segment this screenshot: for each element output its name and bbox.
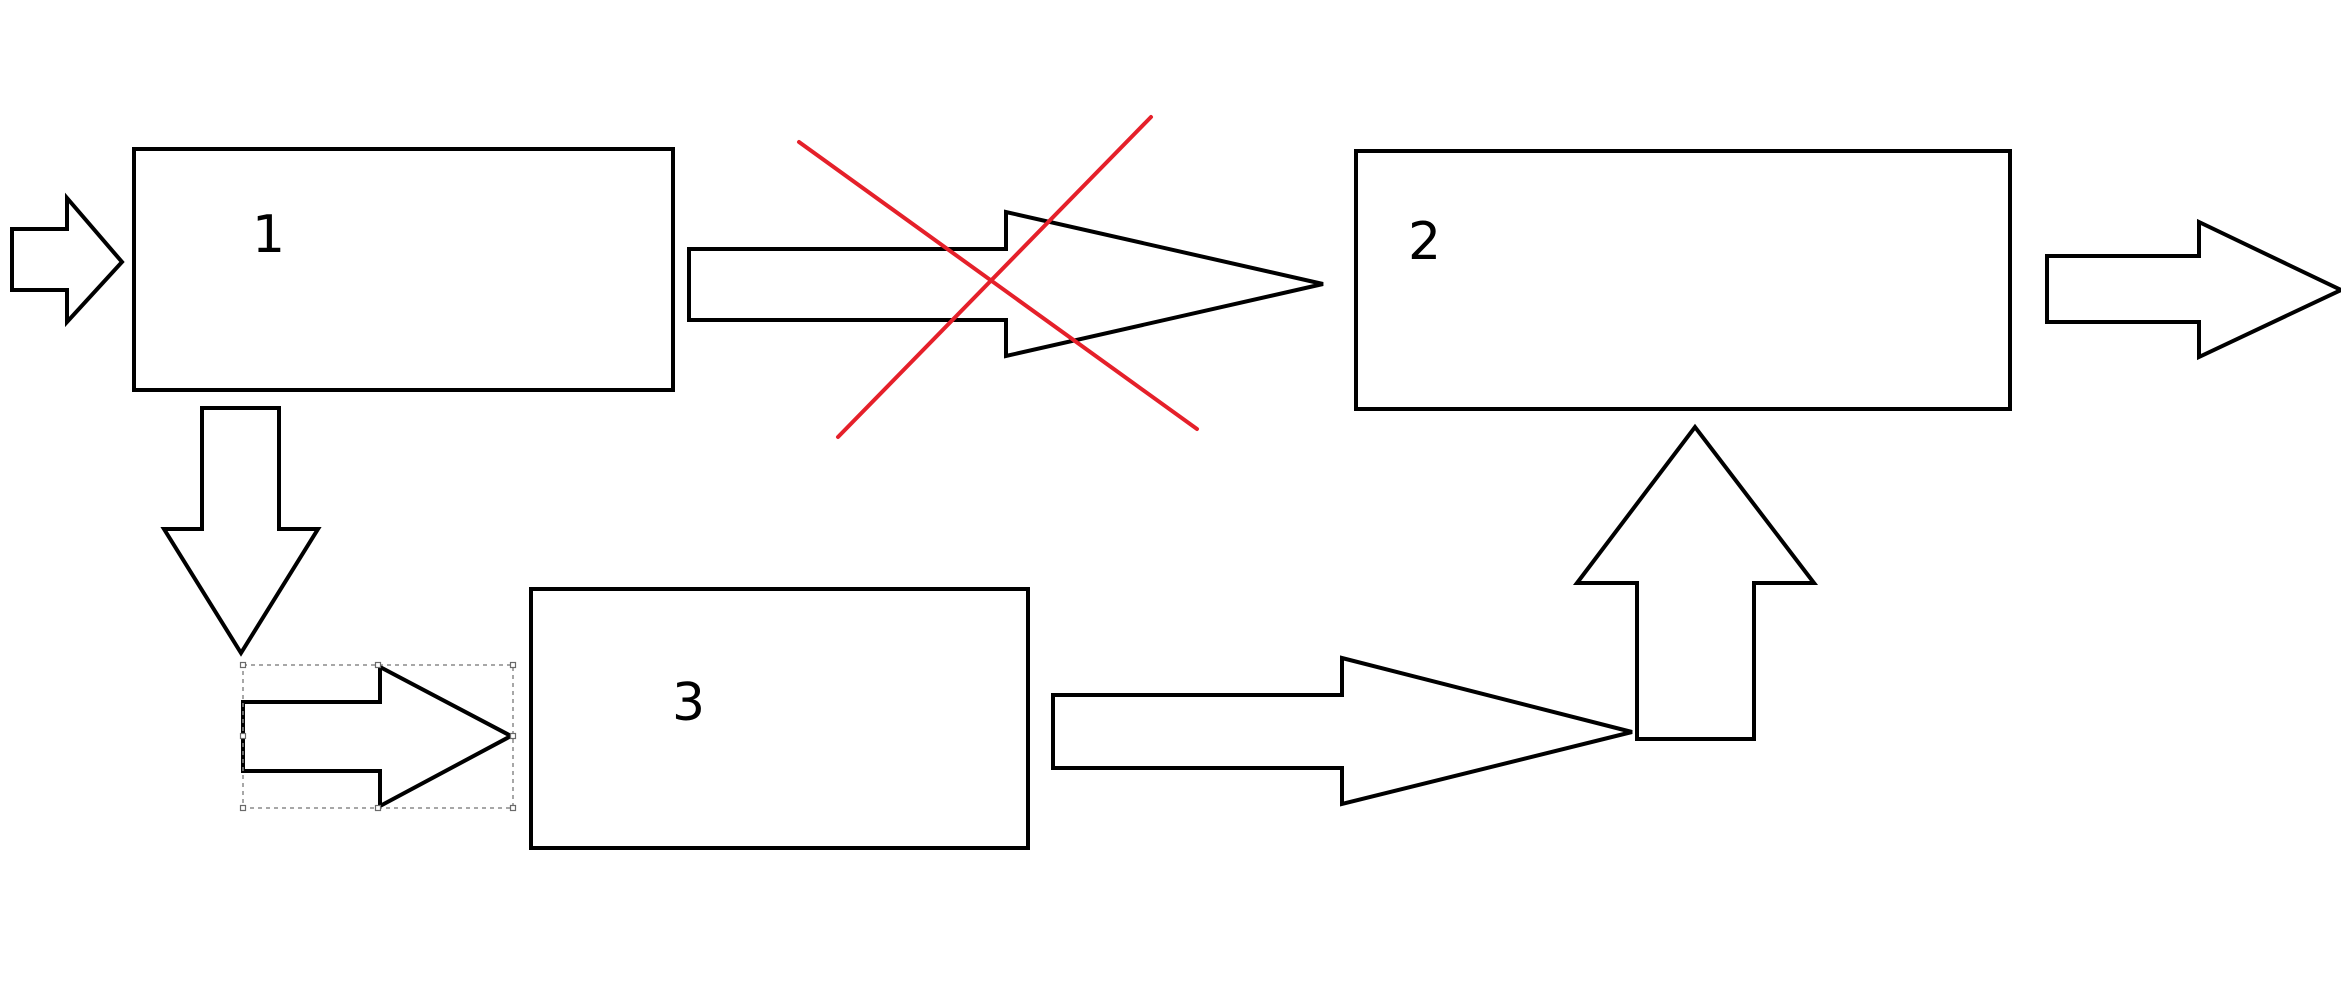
arrow-box-1-down[interactable] (160, 406, 322, 657)
box-2-label: 2 (1408, 212, 1441, 272)
box-1-label: 1 (252, 205, 285, 265)
box-2[interactable]: 2 (1354, 149, 2012, 411)
arrow-box-3-right[interactable] (1051, 655, 1633, 807)
arrow-up-into-box-2[interactable] (1572, 423, 1819, 741)
box-3-label: 3 (672, 673, 705, 733)
box-3[interactable]: 3 (529, 587, 1030, 850)
strike-mark (797, 115, 1199, 439)
resize-handle-top-middle[interactable] (374, 661, 382, 669)
box-1-rect[interactable] (132, 147, 675, 392)
box-2-rect[interactable] (1354, 149, 2012, 411)
resize-handle-bottom-right[interactable] (509, 804, 517, 812)
resize-handle-top-right[interactable] (509, 661, 517, 669)
resize-handle-bottom-middle[interactable] (374, 804, 382, 812)
box-1[interactable]: 1 (132, 147, 675, 392)
strike-line-2 (836, 115, 1153, 439)
arrow-out-of-box-2[interactable] (2045, 218, 2341, 361)
arrow-into-box-3[interactable] (241, 663, 516, 810)
strike-line-1 (797, 140, 1199, 431)
resize-handle-top-left[interactable] (239, 661, 247, 669)
resize-handle-bottom-left[interactable] (239, 804, 247, 812)
resize-handle-middle-right[interactable] (509, 732, 517, 740)
selected-arrow-group[interactable] (239, 661, 517, 812)
resize-handle-middle-left[interactable] (239, 732, 247, 740)
arrow-into-box-1[interactable] (10, 192, 125, 328)
arrow-box-1-to-box-2-crossed[interactable] (687, 209, 1324, 359)
box-3-rect[interactable] (529, 587, 1030, 850)
